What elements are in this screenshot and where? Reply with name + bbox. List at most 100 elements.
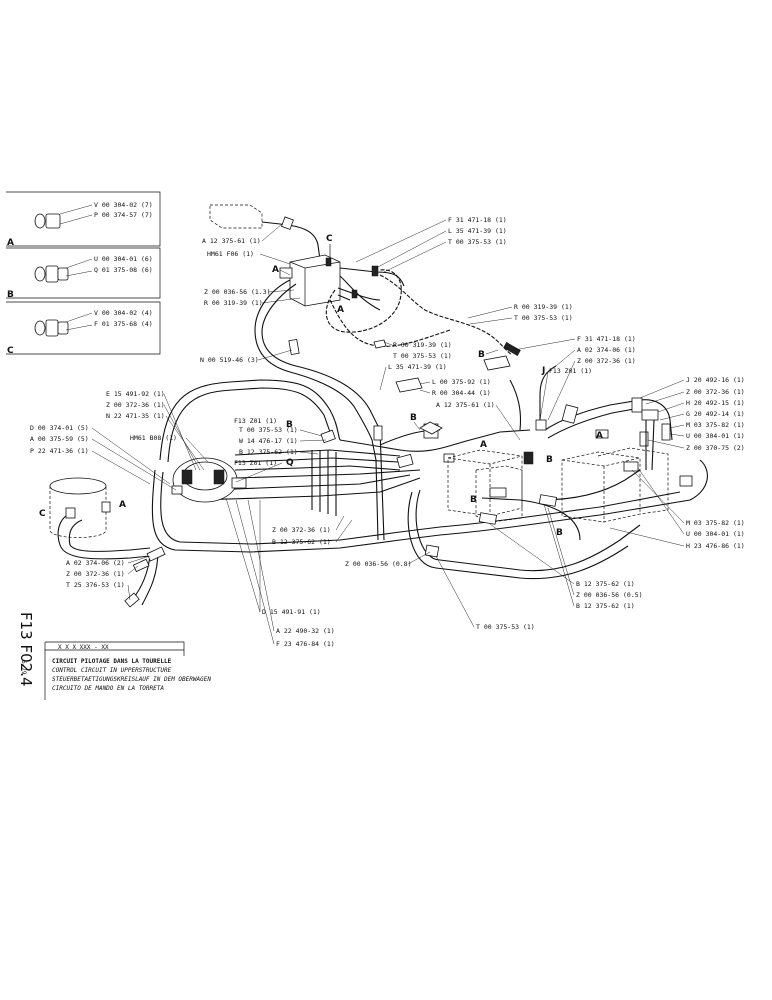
label-z-00-036-56: Z 00 036-56 (1.3)	[204, 288, 271, 296]
marker-a-right: A	[596, 431, 603, 441]
control-valve-boxes	[447, 397, 693, 525]
label-a-02-374-06-r: A 02 374-06 (1)	[577, 346, 636, 354]
label-p-22-471-36: P 22 471-36 (1)	[30, 447, 89, 455]
title-line-en: CONTROL CIRCUIT IN UPPERSTRUCTURE	[52, 667, 172, 674]
label-m-03-375-82-b: M 03 375-82 (1)	[686, 519, 745, 527]
marker-b-lower-right: B	[556, 528, 563, 538]
label-a-12-375-61: A 12 375-61 (1)	[202, 237, 261, 245]
label-a-12-375-61-m: A 12 375-61 (1)	[436, 401, 495, 409]
label-n-00-519-46: N 00 519-46 (3)	[200, 356, 259, 364]
marker-a-left: A	[119, 500, 126, 510]
main-pipe-network	[57, 365, 708, 606]
label-f-23-476-84: F 23 476-84 (1)	[276, 640, 335, 648]
inset-box-c: V 00 304-02 (4) F 01 375-68 (4) C	[6, 301, 161, 356]
label-r-00-319-39-m: R 00 319-39 (1)	[393, 341, 452, 349]
label-z-00-370-75: Z 00 370-75 (2)	[686, 444, 745, 452]
label-z-00-372-36-b: Z 00 372-36 (1)	[272, 526, 331, 534]
label-l-35-471-39-top: L 35 471-39 (1)	[448, 227, 507, 235]
label-r-00-319-39: R 00 319-39 (1)	[204, 299, 263, 307]
bottom-labels: Z 00 372-36 (1) B 12 375-62 (1) Z 00 036…	[225, 497, 643, 648]
label-t-00-375-53-tr: T 00 375-53 (1)	[514, 314, 573, 322]
marker-j: J	[541, 366, 545, 376]
label-h-20-492-15: H 20 492-15 (1)	[686, 399, 745, 407]
marker-a-upper: A	[272, 265, 279, 275]
label-hm61-f06: HM61 F06 (1)	[207, 250, 254, 258]
marker-b-low: B	[470, 495, 477, 505]
inset-c-label-1: V 00 304-02 (4)	[94, 309, 153, 317]
label-d-00-374-01: D 00 374-01 (5)	[30, 424, 89, 432]
label-r-00-319-39-tr: R 00 319-39 (1)	[514, 303, 573, 311]
marker-a-mid: A	[480, 440, 487, 450]
inset-c-label-2: F 01 375-68 (4)	[94, 320, 153, 328]
label-b-12-375-62-r1: B 12 375-62 (1)	[576, 580, 635, 588]
inset-c-letter: C	[7, 346, 14, 356]
title-line-de: STEUERBETAETIGUNGSKREISLAUF IN DEM OBERW…	[52, 676, 211, 683]
inset-b-label-1: U 00 304-01 (6)	[94, 255, 153, 263]
upper-valve-assembly	[209, 204, 521, 541]
label-t-25-376-53: T 25 376-53 (1)	[66, 581, 125, 589]
label-t-00-375-53-l: T 00 375-53 (1)	[239, 426, 298, 434]
marker-q: Q	[286, 458, 294, 468]
label-w-14-476-17: W 14 476-17 (1)	[239, 437, 298, 445]
title-code: X X X XXX - XX	[58, 644, 109, 651]
label-z-00-372-36-fr: Z 00 372-36 (1)	[686, 388, 745, 396]
drawing-reference-number: F13 F02.4	[17, 612, 35, 687]
label-l-00-375-92: L 00 375-92 (1)	[432, 378, 491, 386]
inset-b-label-2: Q 01 375-08 (6)	[94, 266, 153, 274]
label-f-31-471-18-r: F 31 471-18 (1)	[577, 335, 636, 343]
label-t-00-375-53-b: T 00 375-53 (1)	[476, 623, 535, 631]
title-block: F13 F02.4 6-79 X X X XXX - XX CIRCUIT PI…	[17, 612, 211, 700]
top-right-labels: F 31 471-18 (1) L 35 471-39 (1) T 00 375…	[355, 216, 636, 441]
inset-a-label-2: P 00 374-57 (7)	[94, 211, 153, 219]
pilot-pump-assembly	[49, 421, 455, 608]
label-z-00-372-36-bl: Z 00 372-36 (1)	[66, 570, 125, 578]
inset-box-a: V 00 304-02 (7) P 00 374-57 (7) A	[6, 191, 161, 248]
label-u-00-304-01-b: U 00 304-01 (1)	[686, 530, 745, 538]
label-r-00-304-44: R 00 304-44 (1)	[432, 389, 491, 397]
label-h-23-476-86: H 23 476-86 (1)	[686, 542, 745, 550]
title-line-fr: CIRCUIT PILOTAGE DANS LA TOURELLE	[52, 658, 172, 665]
marker-a-valve: A	[337, 305, 344, 315]
label-a-22-490-32: A 22 490-32 (1)	[276, 627, 335, 635]
marker-b-mid: B	[286, 420, 293, 430]
label-z-00-372-36-l: Z 00 372-36 (1)	[106, 401, 165, 409]
label-g-20-492-14: G 20 492-14 (1)	[686, 410, 745, 418]
label-z-00-372-36-r: Z 00 372-36 (1)	[577, 357, 636, 365]
label-l-35-471-39-m: L 35 471-39 (1)	[388, 363, 447, 371]
label-n-22-471-35: N 22 471-35 (1)	[106, 412, 165, 420]
label-j-20-492-16: J 20 492-16 (1)	[686, 376, 745, 384]
label-t-00-375-53-m: T 00 375-53 (1)	[393, 352, 452, 360]
label-f13-z01-mid: F13 Z01 (1)	[234, 417, 277, 425]
label-u-00-304-01-a: U 00 304-01 (1)	[686, 432, 745, 440]
label-b-12-375-62-b: B 12 375-62 (1)	[272, 538, 331, 546]
marker-b-upper: B	[478, 350, 485, 360]
label-z-00-036-56-r: Z 00 036-56 (0.5)	[576, 591, 643, 599]
label-t-00-375-53-top: T 00 375-53 (1)	[448, 238, 507, 246]
label-a-02-374-06: A 02 374-06 (2)	[66, 559, 125, 567]
label-f-31-471-18-top: F 31 471-18 (1)	[448, 216, 507, 224]
marker-b-center: B	[410, 413, 417, 423]
label-e-15-491-92: E 15 491-92 (1)	[106, 390, 165, 398]
inset-box-b: U 00 304-01 (6) Q 01 375-08 (6) B	[6, 247, 161, 300]
right-labels: J 20 492-16 (1) Z 00 372-36 (1) H 20 492…	[609, 376, 745, 550]
label-a-00-375-59: A 00 375-59 (5)	[30, 435, 89, 443]
marker-c-left: C	[39, 509, 46, 519]
drawing-date: 6-79	[20, 660, 27, 675]
label-f13-z01-low: F13 Z01 (1)	[234, 459, 277, 467]
label-b-12-375-62-r2: B 12 375-62 (1)	[576, 602, 635, 610]
inset-b-letter: B	[7, 290, 14, 300]
inset-a-letter: A	[7, 238, 14, 248]
label-f13-z01-r: F13 Z01 (1)	[549, 367, 592, 375]
marker-b-right: B	[546, 455, 553, 465]
left-labels: A 12 375-61 (1) HM61 F06 (1) Z 00 036-56…	[30, 223, 327, 601]
marker-c-upper: C	[326, 234, 333, 244]
label-m-03-375-82-a: M 03 375-82 (1)	[686, 421, 745, 429]
label-b-12-375-62-l: B 12 375-62 (1)	[239, 448, 298, 456]
inset-a-label-1: V 00 304-02 (7)	[94, 201, 153, 209]
label-d-15-491-91: D 15 491-91 (1)	[262, 608, 321, 616]
label-z-00-036-56-b: Z 00 036-56 (0.8)	[345, 560, 412, 568]
label-hm61-b08: HM61 B08 (1)	[130, 434, 177, 442]
title-line-es: CIRCUITO DE MANDO EN LA TORRETA	[52, 685, 164, 692]
